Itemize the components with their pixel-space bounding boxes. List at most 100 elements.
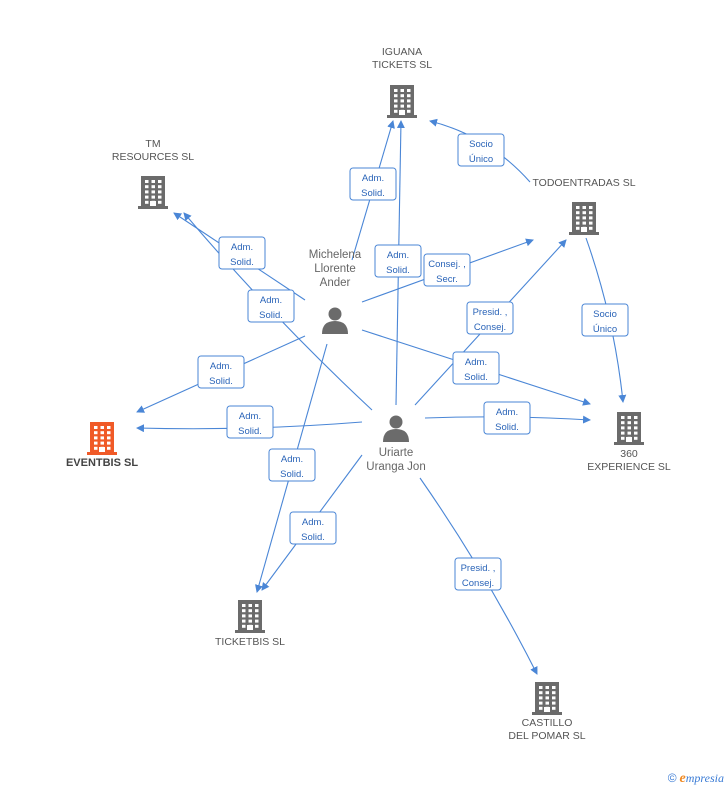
building-icon	[569, 202, 599, 235]
edge-label[interactable]: Adm. Solid.	[483, 401, 531, 435]
edge-label-text: Solid.	[280, 469, 304, 480]
edge-label-text: Adm.	[362, 173, 384, 184]
company-label: EXPERIENCE SL	[587, 461, 671, 473]
edge-label-text: Consej.	[462, 578, 494, 589]
company-label: 360	[620, 448, 638, 460]
company-label: EVENTBIS SL	[66, 457, 138, 469]
person-label: Uriarte	[379, 447, 414, 459]
building-icon	[138, 176, 168, 209]
company-label: TICKETBIS SL	[215, 636, 285, 648]
company-label: TM	[145, 138, 160, 150]
edge-label-box	[218, 236, 266, 270]
building-icon	[614, 412, 644, 445]
edge-label-box	[454, 557, 502, 591]
building-icon	[87, 422, 117, 455]
building-icon	[235, 600, 265, 633]
edge-label-text: Presid. ,	[461, 563, 496, 574]
edge-label-text: Adm.	[210, 361, 232, 372]
edge-label-box	[226, 405, 274, 439]
edge-label-box	[483, 401, 531, 435]
edge-label[interactable]: Presid. , Consej.	[466, 301, 514, 335]
person-label: Llorente	[314, 263, 356, 275]
edge-label-text: Solid.	[301, 532, 325, 543]
building-icon	[532, 682, 562, 715]
edge-label-text: Consej.	[474, 322, 506, 333]
edge-label-text: Consej. ,	[428, 259, 466, 270]
empresia-brand[interactable]: © empresia	[668, 771, 724, 787]
copyright-symbol: ©	[667, 771, 677, 785]
building-icon	[387, 85, 417, 118]
edge-label-text: Único	[469, 154, 493, 165]
edge-label[interactable]: Adm. Solid.	[226, 405, 274, 439]
company-label: TICKETS SL	[372, 59, 432, 71]
edge-label-text: Adm.	[239, 411, 261, 422]
edge-label[interactable]: Adm. Solid.	[349, 167, 397, 201]
edge-label-box	[197, 355, 245, 389]
person-icon	[322, 307, 348, 334]
person-icon	[383, 415, 409, 442]
edge-label[interactable]: Adm. Solid.	[268, 448, 316, 482]
edges-layer	[136, 118, 627, 675]
person-label: Uranga Jon	[366, 461, 425, 473]
person-label: Ander	[320, 277, 351, 289]
edge-label[interactable]: Adm. Solid.	[197, 355, 245, 389]
person-label: Michelena	[309, 249, 362, 261]
edge-label-text: Adm.	[281, 454, 303, 465]
edge-label-box	[457, 133, 505, 167]
edge-label-text: Único	[593, 324, 617, 335]
edge-label-text: Presid. ,	[473, 307, 508, 318]
edge-label-text: Solid.	[386, 265, 410, 276]
edge-label[interactable]: Adm. Solid.	[289, 511, 337, 545]
edge-label-text: Adm.	[465, 357, 487, 368]
edge-label-box	[452, 351, 500, 385]
edge-label-text: Solid.	[464, 372, 488, 383]
company-label: RESOURCES SL	[112, 151, 194, 163]
edge-label[interactable]: Adm. Solid.	[374, 244, 422, 278]
edge-label-text: Socio	[469, 139, 493, 150]
edge-label-text: Solid.	[495, 422, 519, 433]
edge-label[interactable]: Adm.Solid.	[247, 289, 295, 323]
edge-label[interactable]: Adm. Solid.	[218, 236, 266, 270]
edge-label-text: Adm.	[496, 407, 518, 418]
edge-label-box	[247, 289, 295, 323]
edge-label[interactable]: Adm. Solid.	[452, 351, 500, 385]
edge-label-text: Solid.	[361, 188, 385, 199]
edge-label-text: Solid.	[238, 426, 262, 437]
edge-label-box	[374, 244, 422, 278]
edge-label-box	[466, 301, 514, 335]
edge-label-text: Secr.	[436, 274, 458, 285]
edge-label-box	[423, 253, 471, 287]
edge-label-text: Solid.	[230, 257, 254, 268]
company-label: IGUANA	[382, 46, 422, 58]
edge-label[interactable]: Presid. , Consej.	[454, 557, 502, 591]
company-node-todoentradas[interactable]: TODOENTRADAS SL	[532, 177, 636, 235]
edge-label-text: Adm.	[231, 242, 253, 253]
edge-label-text: Solid.	[259, 310, 283, 321]
edge-label-text: Solid.	[209, 376, 233, 387]
edge-labels-layer: SocioÚnicoSocioÚnicoAdm.Solid.Adm.Solid.…	[197, 133, 629, 591]
company-node-ticketbis[interactable]: TICKETBIS SL	[215, 600, 285, 648]
edge-label-box	[268, 448, 316, 482]
company-label: TODOENTRADAS SL	[532, 177, 635, 189]
company-label: CASTILLO	[522, 717, 573, 729]
edge-label-box	[349, 167, 397, 201]
brand-name: mpresia	[685, 771, 724, 785]
company-node-eventbis[interactable]: EVENTBIS SL	[66, 422, 138, 469]
edge-label-text: Adm.	[387, 250, 409, 261]
edge-label-box	[289, 511, 337, 545]
edge-label-text: Socio	[593, 309, 617, 320]
brand-initial: e	[679, 771, 686, 786]
edge-label-text: Adm.	[302, 517, 324, 528]
edge-label-box	[581, 303, 629, 337]
edge-label[interactable]: Consej. , Secr.	[423, 253, 471, 287]
